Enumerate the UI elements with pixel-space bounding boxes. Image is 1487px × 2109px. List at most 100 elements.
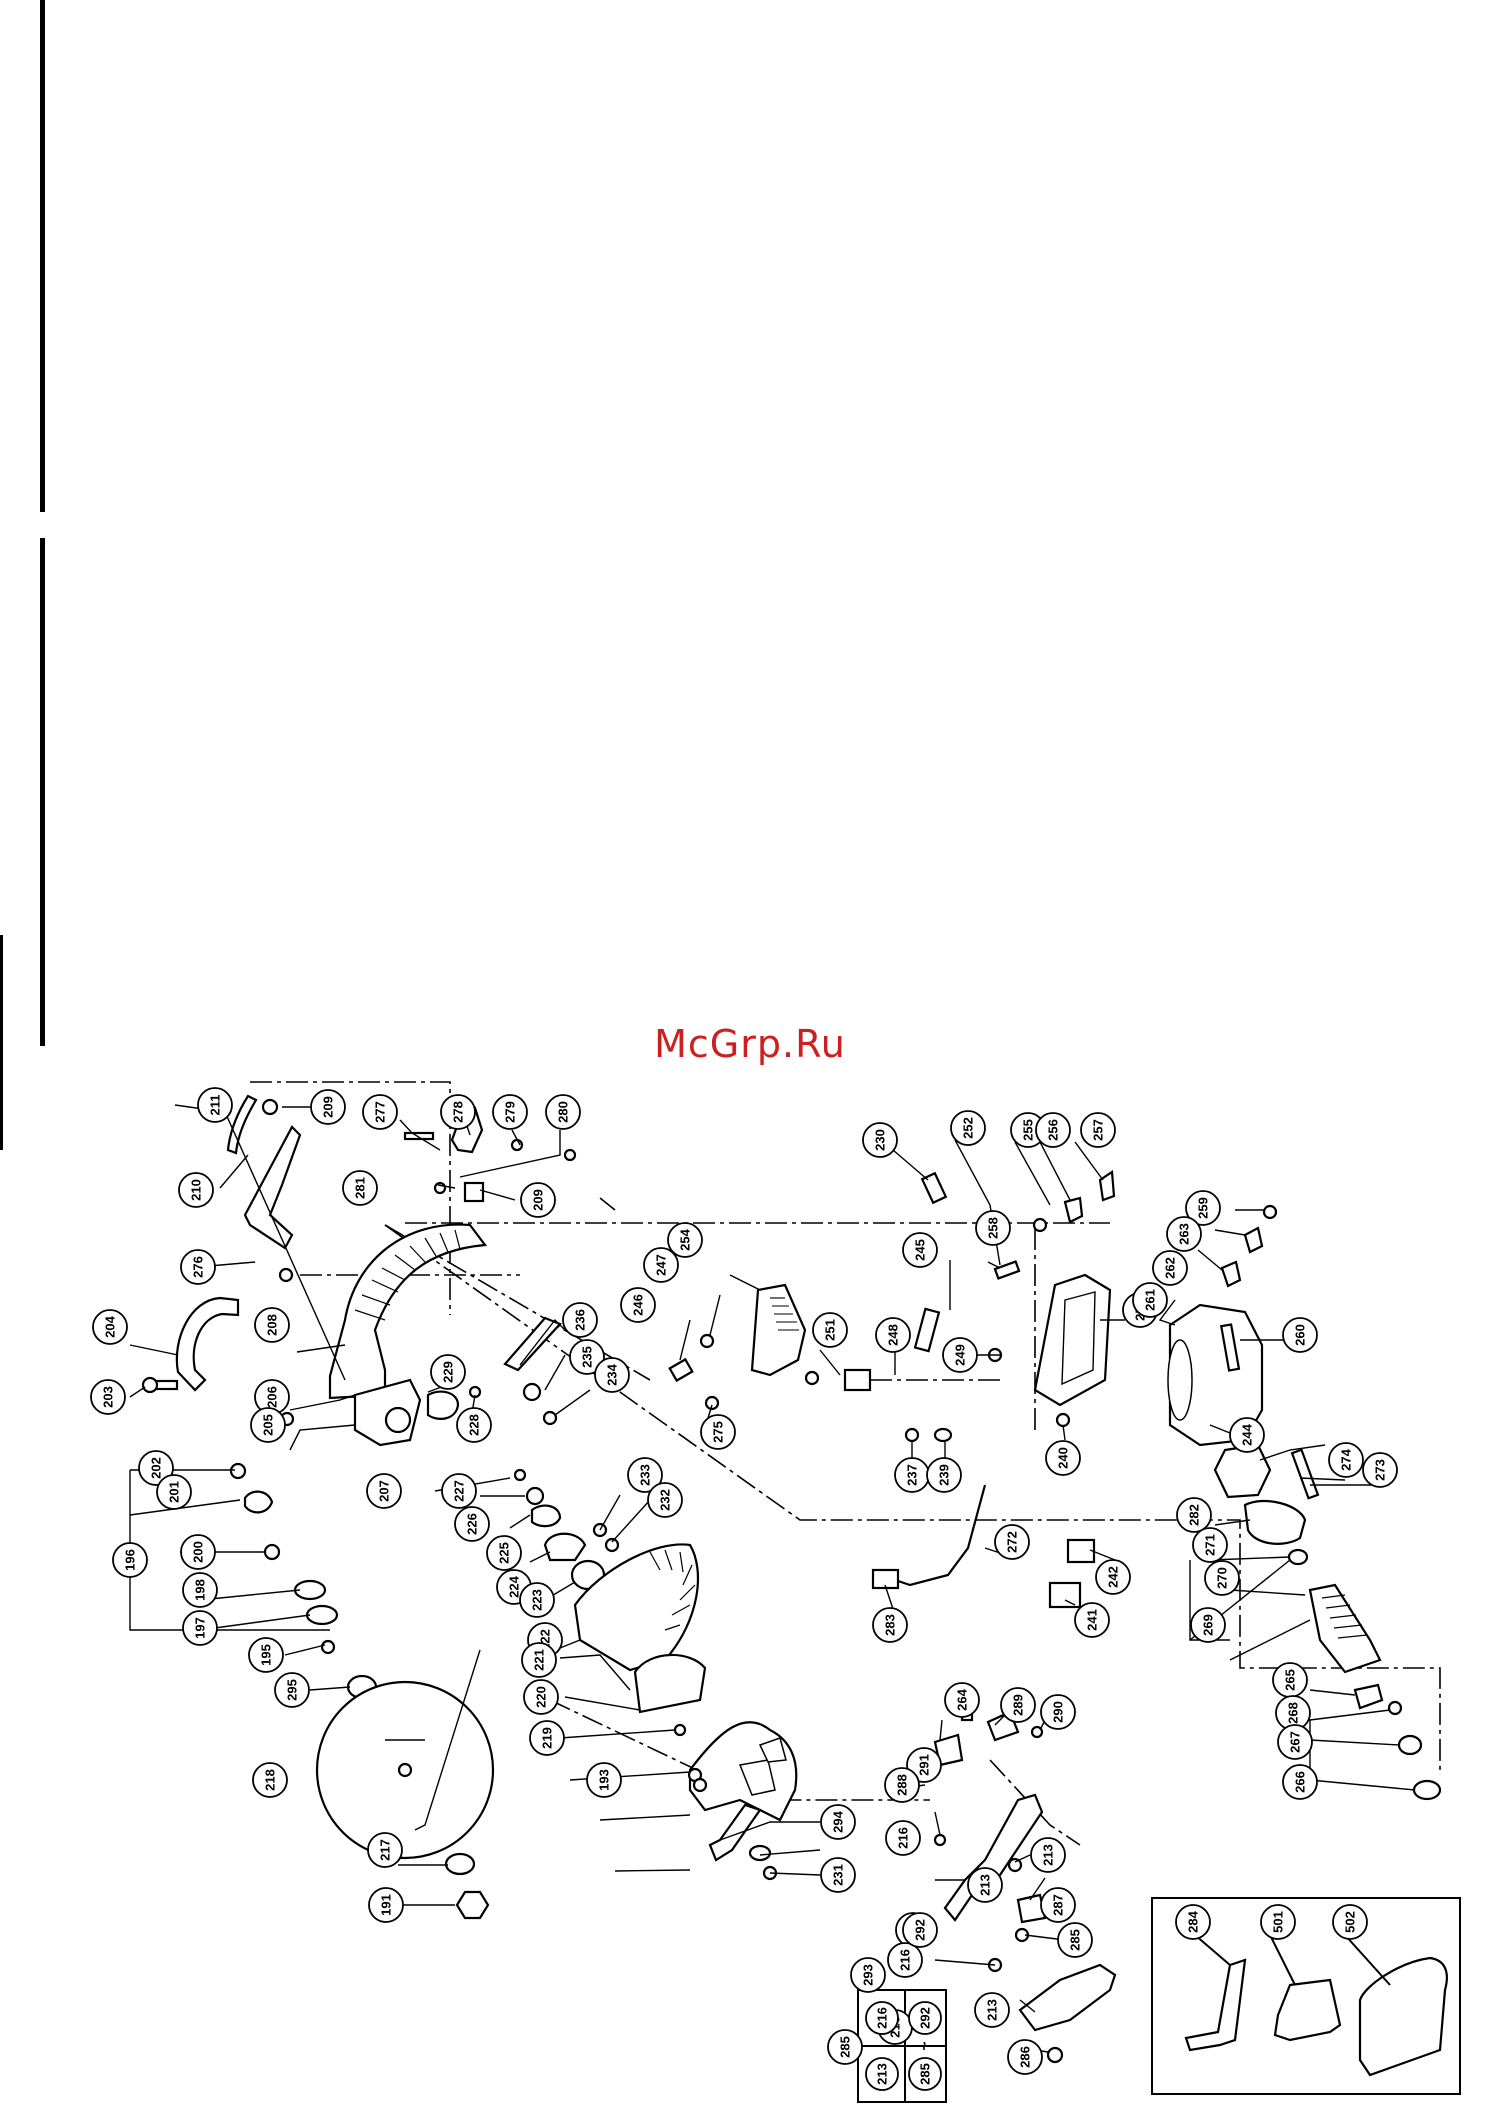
- part-244: [1055, 1412, 1071, 1428]
- callout-216: 216: [887, 1942, 923, 1978]
- part-294: [444, 1852, 476, 1876]
- callout-label: 201: [167, 1481, 182, 1503]
- callout-label: 196: [123, 1549, 138, 1571]
- callout-237: 237: [894, 1457, 930, 1493]
- callout-221: 221: [521, 1642, 557, 1678]
- callout-288: 288: [884, 1767, 920, 1803]
- part-276: [433, 1181, 447, 1195]
- part-195: [320, 1639, 336, 1655]
- callout-label: 289: [1011, 1694, 1026, 1716]
- callout-283: 283: [872, 1607, 908, 1643]
- callout-label: 277: [373, 1101, 388, 1123]
- part-293: [1046, 2046, 1064, 2064]
- callout-label: 276: [191, 1256, 206, 1278]
- part-210-arm: [243, 1125, 302, 1250]
- callout-label: 197: [193, 1617, 208, 1639]
- callout-259: 259: [1185, 1190, 1221, 1226]
- svg-text:285: 285: [918, 2063, 933, 2085]
- callout-label: 284: [1186, 1910, 1201, 1932]
- callout-501: 501: [1260, 1904, 1296, 1940]
- part-265-armature: [1308, 1583, 1382, 1674]
- callout-label: 236: [573, 1309, 588, 1331]
- callout-269: 269: [1190, 1607, 1226, 1643]
- callout-label: 203: [101, 1386, 116, 1408]
- part-271: [1243, 1500, 1307, 1545]
- part-191: [455, 1890, 490, 1920]
- callout-label: 207: [377, 1480, 392, 1502]
- part-248: [804, 1370, 820, 1386]
- callout-219: 219: [529, 1720, 565, 1756]
- callout-label: 213: [978, 1874, 993, 1896]
- callout-227: 227: [441, 1473, 477, 1509]
- callout-191: 191: [368, 1887, 404, 1923]
- callout-206: 206: [254, 1379, 290, 1415]
- callout-label: 202: [149, 1457, 164, 1479]
- callout-label: 258: [986, 1217, 1001, 1239]
- callout-label: 290: [1051, 1701, 1066, 1723]
- callout-264: 264: [944, 1682, 980, 1718]
- callout-267: 267: [1277, 1724, 1313, 1760]
- accessories-box: [1151, 1897, 1461, 2095]
- callout-label: 274: [1339, 1448, 1354, 1470]
- callout-268: 268: [1275, 1695, 1311, 1731]
- callout-label: 191: [379, 1894, 394, 1916]
- callout-198: 198: [182, 1572, 218, 1608]
- part-200: [263, 1543, 281, 1561]
- callout-285: 285: [1057, 1922, 1093, 1958]
- callout-label: 239: [937, 1464, 952, 1486]
- callout-204: 204: [92, 1309, 128, 1345]
- callout-249: 249: [942, 1337, 978, 1373]
- part-286: [1018, 1963, 1117, 2032]
- callout-label: 195: [259, 1644, 274, 1666]
- callout-273: 273: [1362, 1452, 1398, 1488]
- callout-247: 247: [643, 1247, 679, 1283]
- svg-text:292: 292: [918, 2007, 933, 2029]
- callout-label: 210: [189, 1179, 204, 1201]
- callout-290: 290: [1040, 1694, 1076, 1730]
- callout-label: 213: [985, 1999, 1000, 2021]
- callout-203: 203: [90, 1379, 126, 1415]
- callout-272: 272: [994, 1524, 1030, 1560]
- callout-217: 217: [367, 1832, 403, 1868]
- callout-256: 256: [1035, 1112, 1071, 1148]
- part-235: [522, 1382, 542, 1402]
- svg-text:216: 216: [875, 2007, 890, 2029]
- part-254: [993, 1260, 1021, 1280]
- callout-label: 266: [1293, 1771, 1308, 1793]
- callout-294: 294: [820, 1804, 856, 1840]
- part-225: [530, 1504, 562, 1528]
- part-272: [1290, 1448, 1320, 1500]
- callout-197: 197: [182, 1610, 218, 1646]
- part-242-cord: [894, 1484, 987, 1587]
- part-226: [525, 1486, 545, 1506]
- callout-label: 262: [1163, 1257, 1178, 1279]
- callout-202: 202: [138, 1450, 174, 1486]
- callout-label: 256: [1046, 1119, 1061, 1141]
- callout-label: 227: [452, 1480, 467, 1502]
- callout-label: 269: [1201, 1614, 1216, 1636]
- callout-209: 209: [520, 1182, 556, 1218]
- callout-label: 279: [503, 1101, 518, 1123]
- part-262: [1243, 1226, 1264, 1254]
- callout-label: 275: [711, 1421, 726, 1443]
- callout-502: 502: [1332, 1904, 1368, 1940]
- callout-label: 287: [1051, 1894, 1066, 1916]
- callout-label: 295: [285, 1679, 300, 1701]
- callout-label: 272: [1005, 1531, 1020, 1553]
- callout-284: 284: [1175, 1904, 1211, 1940]
- kit-item-285: 285: [908, 2057, 942, 2091]
- part-266: [1397, 1734, 1423, 1756]
- callout-257: 257: [1080, 1112, 1116, 1148]
- callout-label: 204: [103, 1315, 118, 1337]
- callout-252: 252: [950, 1110, 986, 1146]
- callout-248: 248: [875, 1317, 911, 1353]
- callout-label: 235: [580, 1346, 595, 1368]
- callout-289: 289: [1000, 1687, 1036, 1723]
- part-283: [1066, 1538, 1096, 1564]
- callout-265: 265: [1272, 1662, 1308, 1698]
- part-275: [1219, 1323, 1241, 1372]
- callout-270: 270: [1204, 1560, 1240, 1596]
- part-501-hex-key: [1184, 1958, 1247, 2052]
